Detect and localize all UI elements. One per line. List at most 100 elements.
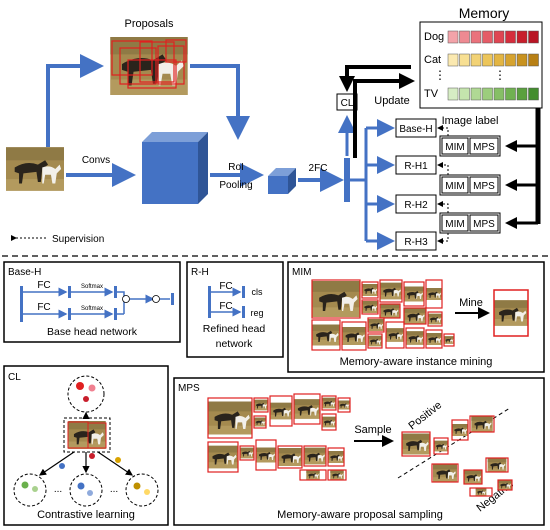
convs-label: Convs bbox=[82, 155, 110, 166]
head-r-h1: R-H1 bbox=[395, 155, 437, 175]
mim-crop bbox=[379, 279, 403, 303]
cl-box-label: CL bbox=[341, 98, 354, 109]
r-h-reg: reg bbox=[250, 308, 263, 318]
negative-sample bbox=[469, 487, 493, 497]
proposals-image bbox=[110, 37, 188, 95]
memory-cell bbox=[505, 53, 516, 67]
mps-label-2: MPS bbox=[473, 181, 495, 192]
mps-crop bbox=[253, 397, 269, 413]
memory-cell bbox=[470, 30, 482, 44]
memory-cell bbox=[447, 30, 459, 44]
memory-ellipsis-right: ⋮ bbox=[494, 68, 506, 82]
memory-row-label: Cat bbox=[424, 54, 441, 66]
positive-sample bbox=[451, 419, 469, 441]
memory-cell bbox=[470, 87, 482, 101]
roi-label-2: Pooling bbox=[219, 180, 252, 191]
mps-crop bbox=[269, 395, 293, 427]
mps-positive-samples bbox=[401, 415, 495, 457]
mps-crop bbox=[239, 445, 255, 461]
memory-cell bbox=[493, 87, 505, 101]
head-base-h-label: Base-H bbox=[399, 124, 432, 135]
mps-crop bbox=[207, 441, 239, 473]
mps-crop bbox=[303, 445, 327, 467]
image-label-text: Image label bbox=[442, 115, 499, 127]
base-h-softmax1: Softmax bbox=[81, 284, 103, 290]
memory-cell bbox=[447, 53, 459, 67]
mps-crop bbox=[321, 395, 337, 411]
arrow-update-memory bbox=[353, 73, 415, 158]
memory-cell bbox=[459, 30, 470, 44]
r-h-title: R-H bbox=[191, 267, 209, 278]
mim-crop bbox=[341, 321, 367, 351]
mim-crop bbox=[367, 317, 385, 333]
mim-title: MIM bbox=[292, 267, 311, 278]
mps-crop bbox=[253, 415, 267, 429]
mps-crop bbox=[255, 439, 277, 471]
memory-cell bbox=[528, 87, 539, 101]
positive-sample bbox=[433, 437, 449, 455]
arrow-proposals-to-roi bbox=[190, 64, 250, 140]
mps-crop bbox=[293, 393, 321, 425]
memory-cell bbox=[505, 87, 516, 101]
memory-row-label: TV bbox=[424, 88, 439, 100]
roi-label-1: RoI bbox=[228, 162, 244, 173]
memory-cell bbox=[482, 87, 493, 101]
mim-crop bbox=[311, 319, 341, 351]
mim-mps-pair-2: MIM MPS bbox=[439, 174, 501, 196]
r-h-fc1: FC bbox=[219, 281, 232, 292]
update-label: Update bbox=[374, 95, 409, 107]
cl-caption: Contrastive learning bbox=[37, 509, 135, 521]
mim-instance-crops bbox=[311, 279, 455, 351]
memory-ellipsis-left: ⋮ bbox=[434, 68, 446, 82]
mps-negative-samples bbox=[431, 457, 513, 497]
arrow-memory-to-cl bbox=[339, 65, 411, 92]
base-h-softmax2: Softmax bbox=[81, 306, 103, 312]
cl-dots-2: ... bbox=[110, 484, 118, 495]
memory-cell bbox=[528, 53, 539, 67]
mim-mps-pair-1: MIM MPS bbox=[439, 135, 501, 157]
mim-crop bbox=[361, 299, 379, 315]
memory-cell bbox=[459, 87, 470, 101]
base-h-fc1: FC bbox=[37, 280, 50, 291]
memory-cell bbox=[516, 87, 528, 101]
memory-cell bbox=[482, 53, 493, 67]
mined-instance bbox=[493, 289, 529, 337]
r-h-caption-1: Refined head bbox=[203, 323, 266, 335]
r-h-network bbox=[208, 286, 245, 318]
mim-crop bbox=[361, 281, 379, 299]
mps-crop bbox=[337, 397, 351, 413]
r-h-fc2: FC bbox=[219, 301, 232, 312]
mps-label-3: MPS bbox=[473, 219, 495, 230]
mim-crop bbox=[385, 321, 405, 349]
two-fc-label: 2FC bbox=[309, 163, 328, 174]
cl-title: CL bbox=[8, 372, 21, 383]
mim-crop bbox=[425, 329, 443, 349]
proposals-label: Proposals bbox=[125, 18, 174, 30]
base-h-title: Base-H bbox=[8, 267, 41, 278]
head-r-h2: R-H2 bbox=[395, 194, 437, 214]
mine-label: Mine bbox=[459, 297, 483, 309]
negative-sample bbox=[431, 463, 459, 483]
base-h-network bbox=[20, 286, 174, 322]
memory-title: Memory bbox=[459, 5, 510, 21]
memory-cell bbox=[516, 53, 528, 67]
mim-caption: Memory-aware instance mining bbox=[340, 356, 493, 368]
memory-cell bbox=[516, 30, 528, 44]
r-h-cls: cls bbox=[252, 287, 263, 297]
mps-crop bbox=[277, 445, 303, 469]
mim-crop bbox=[367, 333, 383, 349]
mps-proposal-crops bbox=[207, 393, 351, 481]
positive-sample bbox=[469, 415, 495, 433]
mim-crop bbox=[311, 279, 361, 319]
negative-sample bbox=[485, 457, 509, 473]
pos-neg-divider bbox=[397, 407, 511, 479]
memory-cell bbox=[459, 53, 470, 67]
mps-crop bbox=[299, 469, 327, 481]
negative-sample bbox=[497, 479, 513, 491]
memory-cell bbox=[528, 30, 539, 44]
mim-crop bbox=[425, 279, 443, 309]
cl-dots-1: ... bbox=[54, 484, 62, 495]
head-r-h2-label: R-H2 bbox=[404, 200, 428, 211]
supervision-arrows bbox=[437, 125, 449, 244]
